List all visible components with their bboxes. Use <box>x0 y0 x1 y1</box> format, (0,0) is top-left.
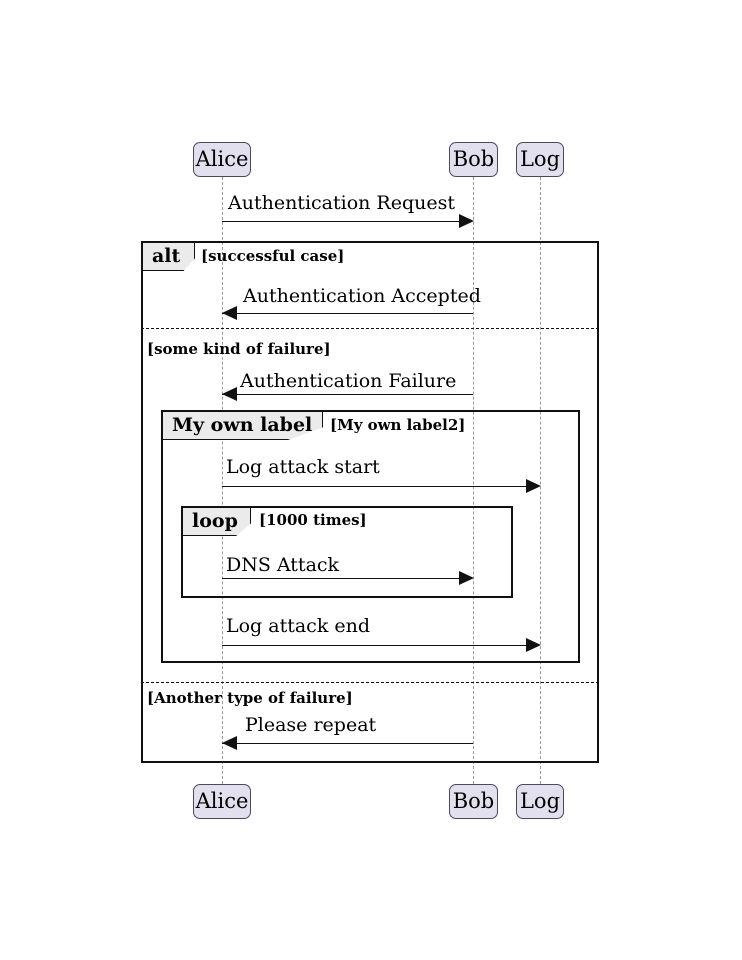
message-line-dns-attack <box>222 578 464 579</box>
message-arrowhead-authentication-request <box>459 214 474 228</box>
fragment-my-own-label-operator-tab: My own label <box>163 412 323 440</box>
fragment-my-own-label <box>161 410 580 663</box>
message-label-authentication-accepted: Authentication Accepted <box>243 285 481 307</box>
fragment-alt-divider-1 <box>141 328 599 329</box>
message-line-log-attack-start <box>222 486 531 487</box>
fragment-loop-operator-label: loop <box>192 510 238 532</box>
message-line-log-attack-end <box>222 645 531 646</box>
participant-bob-bottom-label: Bob <box>452 789 495 813</box>
participant-log-top[interactable]: Log <box>516 142 564 177</box>
message-arrowhead-authentication-accepted <box>222 306 237 320</box>
message-arrowhead-log-attack-start <box>526 479 541 493</box>
message-label-authentication-failure: Authentication Failure <box>240 370 457 392</box>
participant-alice-top[interactable]: Alice <box>193 142 251 177</box>
participant-alice-top-label: Alice <box>195 147 249 171</box>
fragment-alt-guard-3: [Another type of failure] <box>147 689 353 707</box>
participant-bob-top[interactable]: Bob <box>449 142 498 177</box>
message-arrowhead-log-attack-end <box>526 638 541 652</box>
message-arrowhead-dns-attack <box>459 571 474 585</box>
participant-log-top-label: Log <box>519 147 561 171</box>
message-line-authentication-failure <box>222 394 473 395</box>
fragment-loop <box>181 506 513 598</box>
fragment-alt-operator-label: alt <box>152 245 181 267</box>
lifeline-bob <box>473 177 474 784</box>
message-line-authentication-request <box>222 221 464 222</box>
message-label-log-attack-start: Log attack start <box>226 456 380 478</box>
participant-bob-top-label: Bob <box>452 147 495 171</box>
fragment-alt-outer <box>141 241 599 763</box>
fragment-alt-guard-2: [some kind of failure] <box>147 340 331 358</box>
message-arrowhead-please-repeat <box>222 736 237 750</box>
participant-log-bottom-label: Log <box>519 789 561 813</box>
fragment-my-own-label-operator-label: My own label <box>172 414 313 436</box>
fragment-loop-operator-tab: loop <box>183 508 251 536</box>
fragment-alt-operator-tab: alt <box>143 243 195 271</box>
message-arrowhead-authentication-failure <box>222 387 237 401</box>
lifeline-alice <box>222 177 223 784</box>
message-label-authentication-request: Authentication Request <box>228 192 455 214</box>
message-line-please-repeat <box>222 743 473 744</box>
message-label-dns-attack: DNS Attack <box>226 554 340 576</box>
fragment-alt-divider-2 <box>141 682 599 683</box>
participant-bob-bottom[interactable]: Bob <box>449 784 498 819</box>
message-label-please-repeat: Please repeat <box>245 714 377 736</box>
participant-log-bottom[interactable]: Log <box>516 784 564 819</box>
participant-alice-bottom-label: Alice <box>195 789 249 813</box>
fragment-my-own-label-guard: [My own label2] <box>330 416 466 434</box>
message-line-authentication-accepted <box>222 313 473 314</box>
participant-alice-bottom[interactable]: Alice <box>193 784 251 819</box>
fragment-loop-guard: [1000 times] <box>259 511 367 529</box>
fragment-alt-guard-1: [successful case] <box>201 247 345 265</box>
message-label-log-attack-end: Log attack end <box>226 615 371 637</box>
